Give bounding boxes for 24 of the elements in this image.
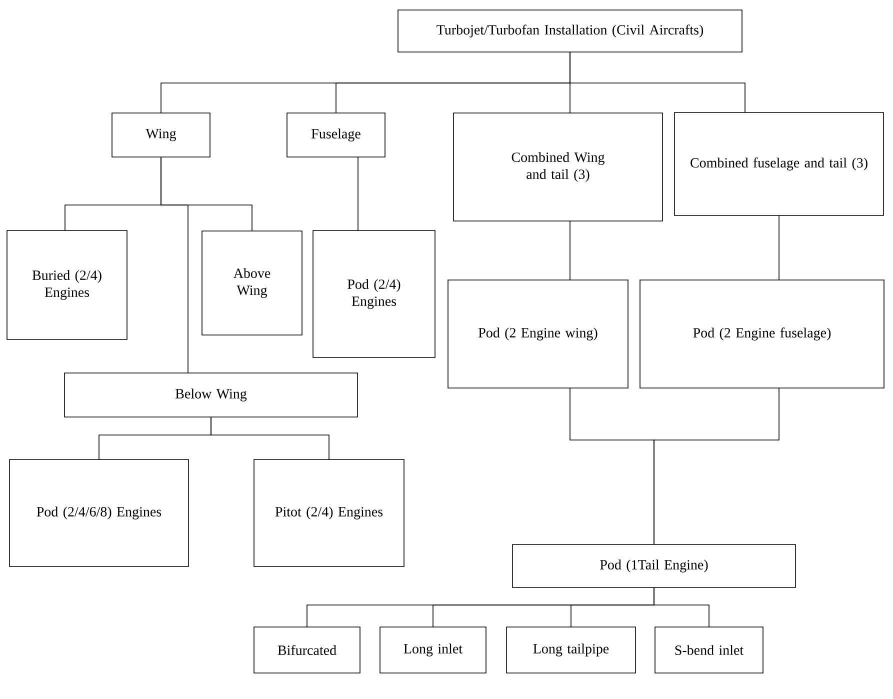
category-box: Bifurcated <box>254 626 360 674</box>
category-box: Pod (2/4) Engines <box>312 230 436 358</box>
category-box: S-bend inlet <box>654 626 764 674</box>
category-box: Combined fuselage and tail (3) <box>674 112 884 216</box>
category-box: Long inlet <box>380 626 486 674</box>
category-box: Combined Wing and tail (3) <box>453 112 663 222</box>
category-box: Pod (2 Engine wing) <box>448 280 628 388</box>
category-box: Pod (2/4/6/8) Engines <box>9 459 189 567</box>
category-box: Long tailpipe <box>506 626 636 674</box>
connector-line <box>570 52 746 113</box>
category-box: Pitot (2/4) Engines <box>254 459 404 567</box>
connector-line <box>654 388 780 545</box>
connector-line <box>210 416 330 460</box>
category-box: Wing <box>112 112 210 158</box>
category-box: Pod (2 Engine fuselage) <box>640 280 884 388</box>
category-box: Pod (1Tail Engine) <box>512 544 796 588</box>
category-box: Below Wing <box>64 372 358 418</box>
connector-line <box>778 215 780 280</box>
category-box: Buried (2/4) Engines <box>6 230 128 340</box>
category-box: Above Wing <box>202 230 302 336</box>
connector-line <box>160 156 188 374</box>
category-box: Turbojet/Turbofan Installation (Civil Aircrafts) <box>398 10 742 52</box>
connector-line <box>654 587 710 628</box>
category-box: Fuselage <box>286 112 386 158</box>
